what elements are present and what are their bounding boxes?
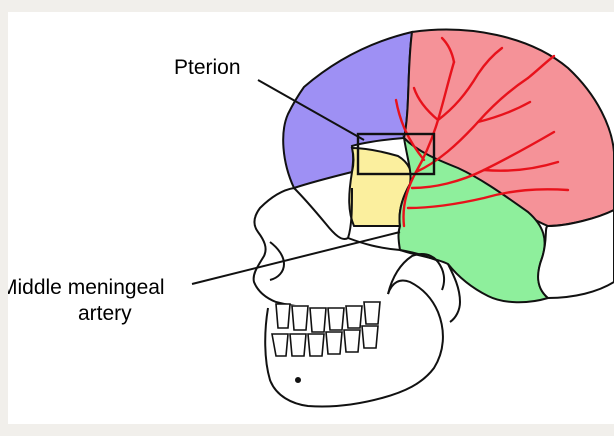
pterion-box <box>356 132 436 176</box>
middle-meningeal-label-line2: artery <box>78 302 132 325</box>
mental-foramen <box>295 377 301 383</box>
upper-teeth <box>275 301 381 333</box>
lower-teeth <box>271 325 379 357</box>
diagram-canvas: Pterion Middle meningeal artery <box>8 12 614 424</box>
skull-lateral-diagram: Pterion Middle meningeal artery <box>8 28 614 408</box>
mandible-ramus <box>387 253 446 295</box>
orbit <box>293 187 353 240</box>
occipital-bone <box>537 208 614 300</box>
pterion-label: Pterion <box>174 56 241 79</box>
pterion-leader-line <box>257 79 365 141</box>
artery-leader-line <box>191 231 401 285</box>
zygomatic-arch <box>347 237 437 261</box>
mastoid-process <box>447 263 462 323</box>
middle-meningeal-label-line1: Middle meningeal <box>8 276 165 299</box>
nasal-aperture <box>269 241 286 281</box>
